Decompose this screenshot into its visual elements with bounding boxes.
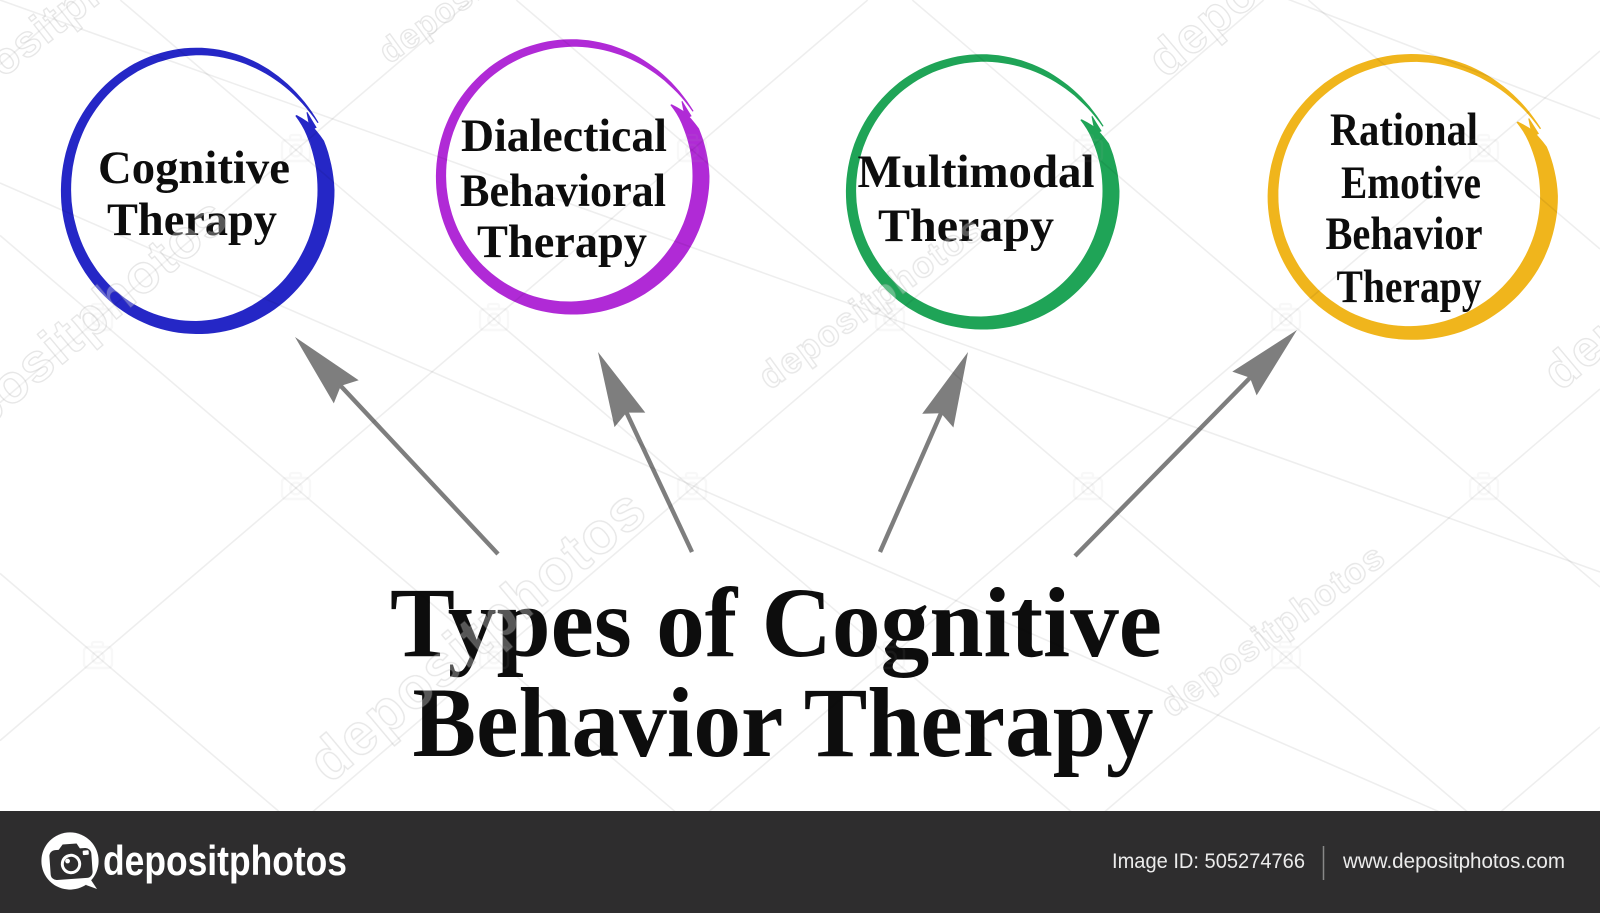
svg-text:Rational: Rational xyxy=(1330,104,1478,156)
svg-text:Emotive: Emotive xyxy=(1341,157,1481,209)
svg-text:Image ID: 505274766: Image ID: 505274766 xyxy=(1112,849,1305,873)
svg-text:Therapy: Therapy xyxy=(1337,261,1482,313)
svg-text:Types of Cognitive: Types of Cognitive xyxy=(390,567,1162,678)
svg-text:depositphotos: depositphotos xyxy=(103,837,347,884)
svg-text:Therapy: Therapy xyxy=(878,200,1054,252)
svg-text:www.depositphotos.com: www.depositphotos.com xyxy=(1342,849,1565,873)
svg-text:Dialectical: Dialectical xyxy=(461,110,667,162)
svg-text:Cognitive: Cognitive xyxy=(98,142,290,194)
svg-text:Therapy: Therapy xyxy=(107,194,277,246)
svg-text:Behavior: Behavior xyxy=(1326,208,1483,260)
svg-text:Behavior Therapy: Behavior Therapy xyxy=(413,667,1154,778)
svg-text:Therapy: Therapy xyxy=(477,216,647,268)
svg-text:Multimodal: Multimodal xyxy=(858,146,1095,198)
svg-text:Behavioral: Behavioral xyxy=(460,165,666,217)
